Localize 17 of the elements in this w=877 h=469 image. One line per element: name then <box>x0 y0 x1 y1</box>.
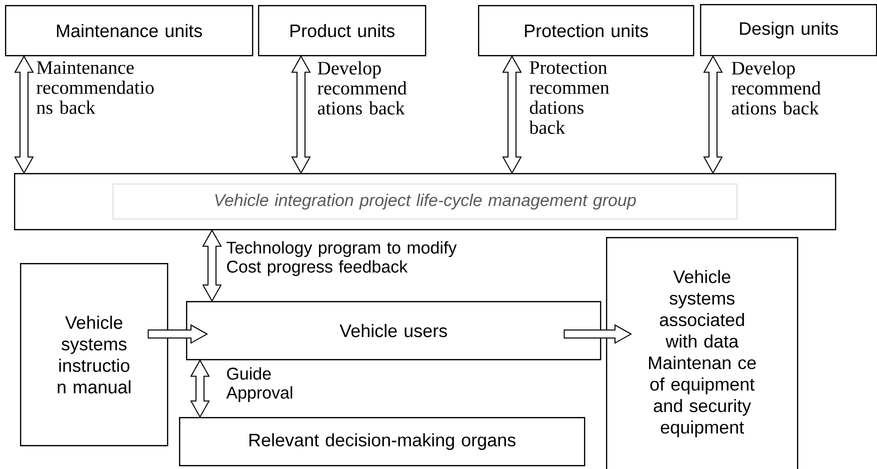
block-arrow <box>564 324 632 344</box>
process-box: Protection units <box>478 5 694 56</box>
edge-label: Develop recommend ations back <box>318 61 407 115</box>
process-box: Vehicle systems instructio n manual <box>20 263 168 446</box>
edge-label: Maintenance recommendatio ns back <box>36 61 154 114</box>
edge-label: Guide Approval <box>226 367 292 402</box>
block-arrow <box>148 324 208 344</box>
edge-label: Develop recommend ations back <box>732 61 821 115</box>
process-box: Vehicle systems associated with data Maintenan ce of equipment and security equipment <box>606 237 798 469</box>
edge-label: Protection recommen dations back <box>529 61 610 134</box>
process-box: Product units <box>258 5 426 56</box>
process-box: Relevant decision-making organs <box>179 417 586 466</box>
process-box: Maintenance units <box>5 5 254 56</box>
edge-label: Technology program to modify Cost progress feedback <box>226 241 457 276</box>
process-box: Vehicle users <box>186 301 602 360</box>
process-box: Design units <box>700 4 877 56</box>
group-box: Vehicle integration project life-cycle management group <box>14 173 836 230</box>
